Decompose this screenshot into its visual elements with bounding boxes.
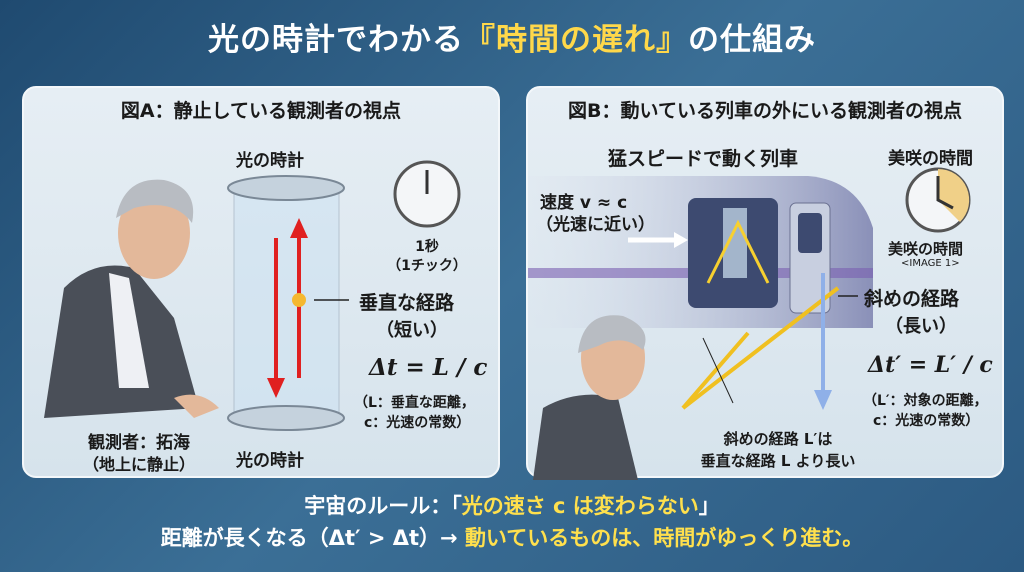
observer-sub: （地上に静止）	[82, 455, 195, 474]
time-label: 1秒	[415, 239, 439, 255]
panel-a-title: 図A：静止している観測者の視点	[120, 100, 402, 122]
legend-1: （L′：対象の距離，	[863, 393, 988, 409]
note-1: 斜めの経路 L′は	[723, 430, 833, 448]
observer-label: 観測者：拓海	[88, 433, 190, 453]
light-path-arrows	[628, 219, 858, 410]
observer-figure	[533, 315, 646, 480]
legend-2: c：光速の常数）	[873, 413, 980, 429]
panel-a: 図A：静止している観測者の視点 光の時計 光の時計 1秒 （1チック） 垂直な経…	[22, 86, 500, 478]
note-2: 垂直な経路 L より長い	[700, 452, 856, 470]
photon-icon	[292, 293, 306, 307]
path-sub: （短い）	[376, 320, 448, 341]
formula: Δt = L / c	[369, 354, 488, 381]
bottom-rule: 宇宙のルール：「光の速さ c は変わらない」	[304, 494, 720, 518]
moving-train-illustration	[528, 167, 971, 480]
clock-top-label: 光の時計	[236, 151, 304, 171]
observer-figure	[44, 179, 219, 418]
clock-icon	[393, 160, 461, 228]
path-sub: （長い）	[885, 316, 957, 337]
formula: Δt′ = L′ / c	[868, 352, 993, 378]
clock-label: 美咲の時間	[888, 240, 964, 258]
light-clock-tube	[227, 175, 349, 431]
panel-b-title: 図B：動いている列車の外にいる観測者の視点	[568, 100, 962, 122]
page-title: 光の時計でわかる『時間の遅れ』の仕組み	[208, 22, 816, 58]
legend-1: （L：垂直な距離，	[354, 395, 475, 411]
legend-2: c：光速の常数）	[364, 415, 471, 431]
path-label: 垂直な経路	[359, 292, 455, 314]
light-clock-illustration	[44, 160, 461, 431]
path-label: 斜めの経路	[864, 288, 960, 310]
speed-label: 速度 v ≈ c	[540, 193, 628, 213]
clock-title: 美咲の時間	[888, 149, 973, 169]
clock-bottom-label: 光の時計	[236, 451, 304, 471]
image-tag: <IMAGE 1>	[901, 258, 960, 269]
clock-icon	[905, 167, 971, 233]
train	[528, 176, 873, 328]
panel-b: 図B：動いている列車の外にいる観測者の視点 猛スピードで動く列車 美咲の時間 速…	[526, 86, 1004, 480]
bottom-conclusion: 距離が長くなる（Δt′ > Δt）→ 動いているものは、時間がゆっくり進む。	[160, 526, 864, 550]
speed-sub: （光速に近い）	[536, 215, 655, 235]
tick-label: （1チック）	[387, 258, 467, 274]
train-label: 猛スピードで動く列車	[608, 148, 799, 170]
